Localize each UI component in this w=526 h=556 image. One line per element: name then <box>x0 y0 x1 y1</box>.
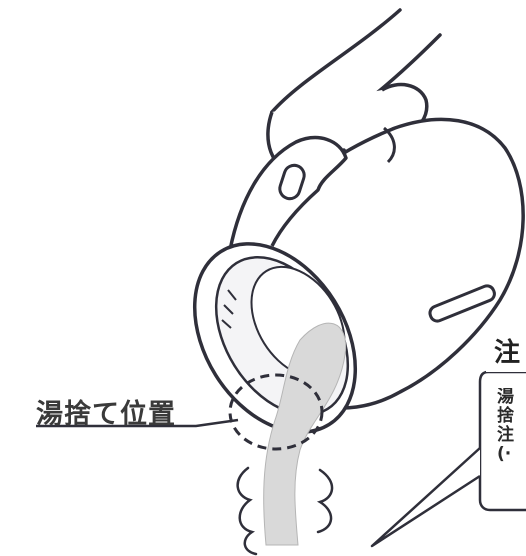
pour-position-highlight <box>228 373 324 451</box>
note-callout-pointer <box>370 447 481 548</box>
callout-leader-line <box>36 418 239 428</box>
water-stream <box>263 322 347 546</box>
note-title-bg <box>486 336 526 372</box>
steam-left <box>236 466 258 556</box>
note-title: 注 <box>494 338 521 368</box>
kettle-back-detail <box>382 126 396 164</box>
water-level-window <box>428 284 496 323</box>
note-line: 湯 <box>497 388 514 407</box>
steam-right <box>316 468 334 534</box>
pour-position-label: 湯捨て位置 <box>36 399 176 430</box>
note-callout-box <box>478 370 526 512</box>
note-body: 湯 捨 注 (· <box>497 388 526 464</box>
note-line: (· <box>497 444 512 464</box>
spout-filter <box>221 289 237 329</box>
lid-open-button <box>278 163 306 201</box>
note-line: 捨 <box>497 406 514 426</box>
note-line: 注 <box>497 425 514 445</box>
